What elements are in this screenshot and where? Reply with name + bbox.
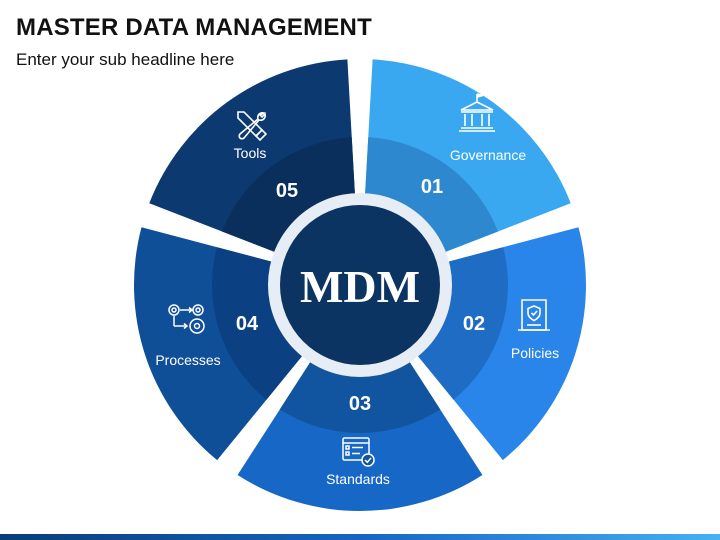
segment-label-governance: Governance — [450, 147, 526, 163]
tools-wrench-screwdriver-icon — [237, 111, 268, 142]
segment-inner — [364, 137, 498, 257]
segment-number-04: 04 — [236, 313, 259, 335]
page-subtitle: Enter your sub headline here — [16, 50, 235, 69]
segment-inner — [211, 247, 311, 400]
bottom-accent-bar — [0, 534, 720, 540]
center-circle — [280, 205, 440, 365]
segment-tools — [149, 59, 356, 257]
segment-processes — [134, 227, 311, 461]
segment-label-tools: Tools — [234, 145, 267, 161]
segment-label-standards: Standards — [326, 471, 390, 487]
segment-number-01: 01 — [421, 176, 443, 198]
segment-number-02: 02 — [463, 313, 485, 335]
segment-label-policies: Policies — [511, 345, 559, 361]
policy-document-icon — [518, 299, 550, 331]
segment-label-processes: Processes — [155, 352, 220, 368]
segment-number-03: 03 — [349, 393, 371, 415]
segment-standards — [237, 350, 483, 511]
segment-policies — [409, 227, 586, 461]
segment-inner — [409, 247, 508, 400]
segment-governance — [364, 59, 571, 257]
gears-process-icon — [168, 304, 205, 334]
page-title: MASTER DATA MANAGEMENT — [16, 14, 372, 41]
standards-checklist-icon — [342, 437, 375, 467]
center-label: MDM — [300, 261, 420, 312]
segment-inner — [222, 137, 356, 257]
bank-building-icon — [459, 93, 495, 132]
segment-number-05: 05 — [276, 180, 298, 202]
segment-inner — [279, 350, 441, 433]
